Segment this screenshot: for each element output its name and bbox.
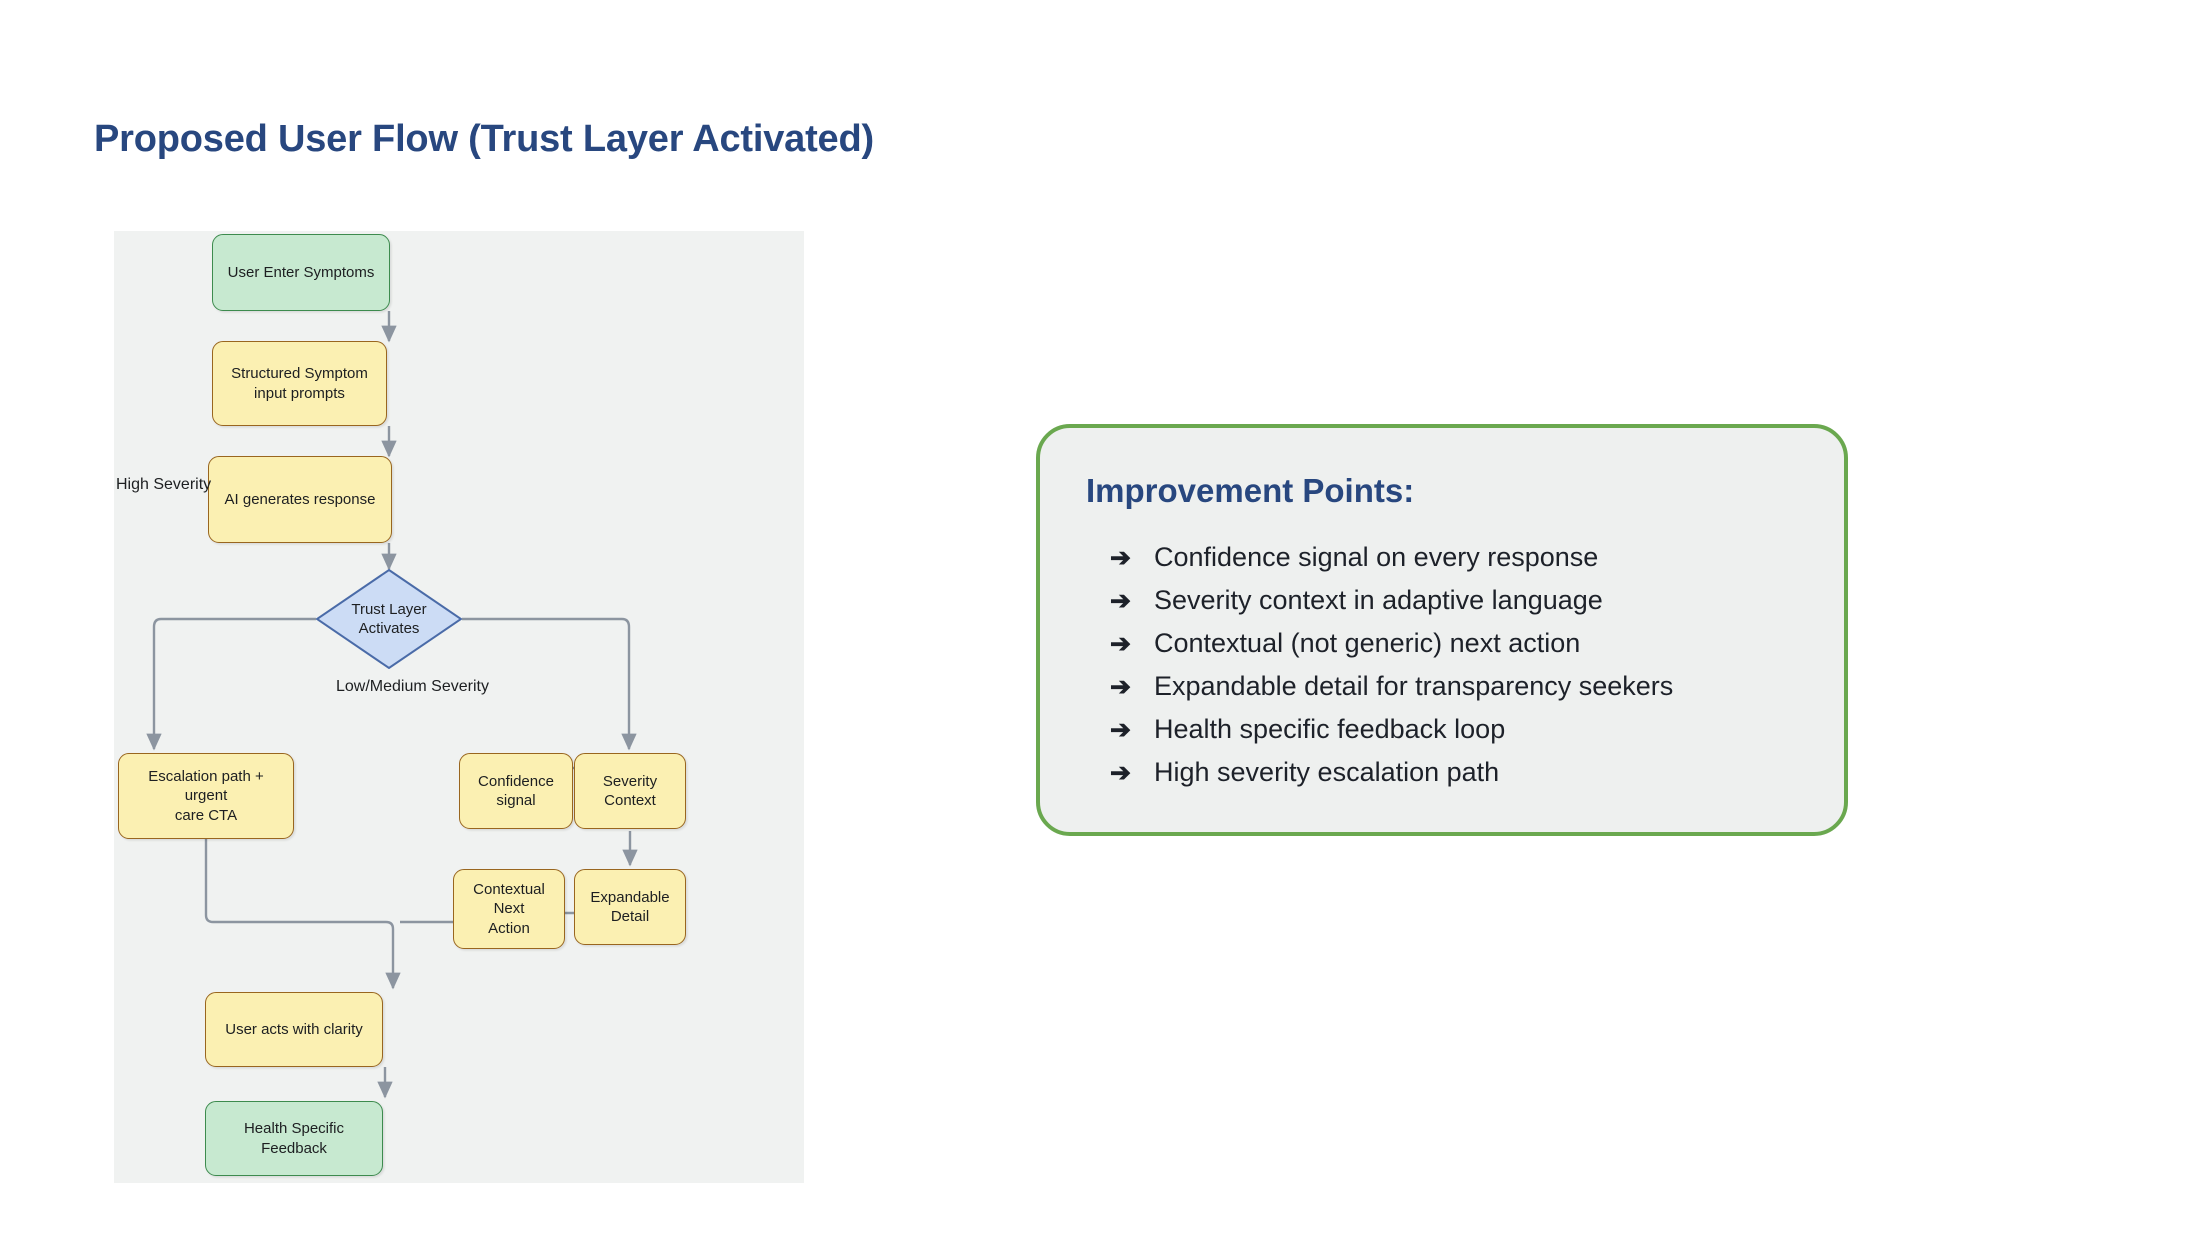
flow-node-contextual-next-action[interactable]: Contextual Next Action (453, 869, 565, 949)
flow-node-confidence-signal[interactable]: Confidence signal (459, 753, 573, 829)
improvement-item-text: Confidence signal on every response (1154, 542, 1599, 572)
list-item: ➔ Health specific feedback loop (1086, 714, 1820, 757)
arrow-right-icon: ➔ (1110, 630, 1131, 658)
edge-trust-to-confidence (462, 617, 637, 751)
edge-label-high-severity: High Severity (116, 476, 212, 493)
arrow-right-icon: ➔ (1110, 587, 1131, 615)
page-title: Proposed User Flow (Trust Layer Activate… (94, 118, 874, 160)
flow-node-user-acts-with-clarity[interactable]: User acts with clarity (205, 992, 383, 1067)
edge-label-low-medium-severity: Low/Medium Severity (336, 678, 489, 695)
improvement-points-heading: Improvement Points: (1086, 472, 1415, 509)
list-item: ➔ Expandable detail for transparency see… (1086, 671, 1820, 714)
list-item: ➔ Contextual (not generic) next action (1086, 628, 1820, 671)
flow-node-escalation-path[interactable]: Escalation path + urgent care CTA (118, 753, 294, 839)
flowchart-canvas: User Enter Symptoms Structured Symptom i… (114, 231, 804, 1183)
improvement-item-text: Expandable detail for transparency seeke… (1154, 671, 1674, 701)
arrow-right-icon: ➔ (1110, 544, 1131, 572)
flow-node-health-specific-feedback[interactable]: Health Specific Feedback (205, 1101, 383, 1176)
improvement-points-panel: Improvement Points: ➔ Confidence signal … (1036, 424, 1848, 836)
flow-node-trust-layer-label: Trust Layer Activates (351, 600, 427, 637)
improvement-item-text: Severity context in adaptive language (1154, 585, 1603, 615)
flow-node-user-enter-symptoms[interactable]: User Enter Symptoms (212, 234, 390, 311)
improvement-item-text: Health specific feedback loop (1154, 714, 1506, 744)
edge-trust-to-escalation (146, 617, 316, 751)
improvement-item-text: High severity escalation path (1154, 757, 1500, 787)
flow-node-expandable-detail[interactable]: Expandable Detail (574, 869, 686, 945)
arrow-right-icon: ➔ (1110, 673, 1131, 701)
flow-node-ai-generates-response[interactable]: AI generates response (208, 456, 392, 543)
arrow-right-icon: ➔ (1110, 716, 1131, 744)
list-item: ➔ Severity context in adaptive language (1086, 585, 1820, 628)
arrow-right-icon: ➔ (1110, 759, 1131, 787)
list-item: ➔ High severity escalation path (1086, 757, 1820, 800)
flow-node-structured-symptom[interactable]: Structured Symptom input prompts (212, 341, 387, 426)
edge-escalation-to-useracts (204, 839, 401, 990)
improvement-points-list: ➔ Confidence signal on every response ➔ … (1086, 542, 1820, 800)
improvement-item-text: Contextual (not generic) next action (1154, 628, 1581, 658)
flow-node-severity-context[interactable]: Severity Context (574, 753, 686, 829)
flow-node-trust-layer-activates[interactable]: Trust Layer Activates (316, 569, 462, 669)
list-item: ➔ Confidence signal on every response (1086, 542, 1820, 585)
